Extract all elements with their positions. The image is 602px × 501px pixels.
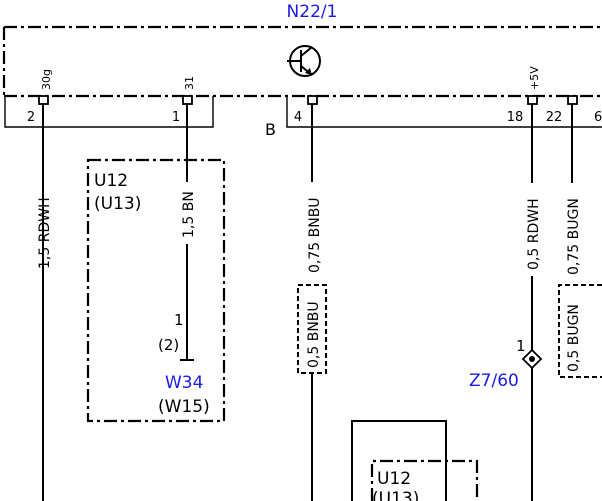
pin-signal: +5V	[528, 66, 541, 90]
pin-31[interactable]: 1 31	[172, 76, 196, 125]
connector-b-label: B	[265, 120, 276, 139]
connector-bracket-b	[286, 96, 602, 128]
wire-label: 1,5 BN	[181, 191, 197, 238]
pin-number: 2	[27, 110, 35, 125]
ground-pin-alt-label: (2)	[158, 336, 179, 354]
u12-box-bottom	[370, 459, 479, 501]
wire-label: 0,75 BUGN	[566, 198, 582, 275]
pin-30g[interactable]: 2 30g	[27, 69, 53, 125]
wire-label: 1,5 RDWH	[37, 197, 53, 269]
control-unit-label[interactable]: N22/1	[287, 2, 338, 22]
pin-number: 1	[172, 110, 180, 125]
ground-point-alt: (W15)	[158, 397, 210, 417]
u12-label-bottom: U12	[377, 469, 411, 489]
pin-number: 4	[294, 110, 302, 125]
pin-signal: 30g	[40, 69, 53, 90]
splice-pin-label: 1	[516, 337, 526, 355]
splice-icon[interactable]	[521, 348, 543, 370]
bugn-connector-box	[558, 284, 602, 378]
pin-number: 22	[546, 110, 563, 125]
u12-label: U12	[94, 171, 128, 191]
splice-link[interactable]: Z7/60	[469, 371, 519, 391]
transistor-icon	[287, 45, 321, 77]
wire-label: 0,5 RDWH	[526, 198, 542, 270]
pin-22[interactable]: 22	[546, 95, 578, 125]
wire-label: 0,5 BNBU	[306, 301, 322, 368]
pin-signal: 31	[183, 76, 196, 90]
pin-18[interactable]: 18 +5V	[507, 66, 541, 125]
u13-label-bottom: (U13)	[372, 489, 419, 501]
u12-box-top	[86, 158, 226, 423]
ground-point-link[interactable]: W34	[165, 373, 203, 393]
connector-bracket-1	[4, 96, 214, 128]
wire-label: 0,75 BNBU	[307, 197, 323, 273]
pin-number-6: 6	[594, 110, 602, 125]
pin-number: 18	[507, 110, 524, 125]
u13-label: (U13)	[94, 194, 141, 214]
pin-4[interactable]: 4	[294, 95, 318, 125]
ground-pin-label: 1	[174, 311, 184, 329]
wire-label: 0,5 BUGN	[566, 304, 582, 372]
